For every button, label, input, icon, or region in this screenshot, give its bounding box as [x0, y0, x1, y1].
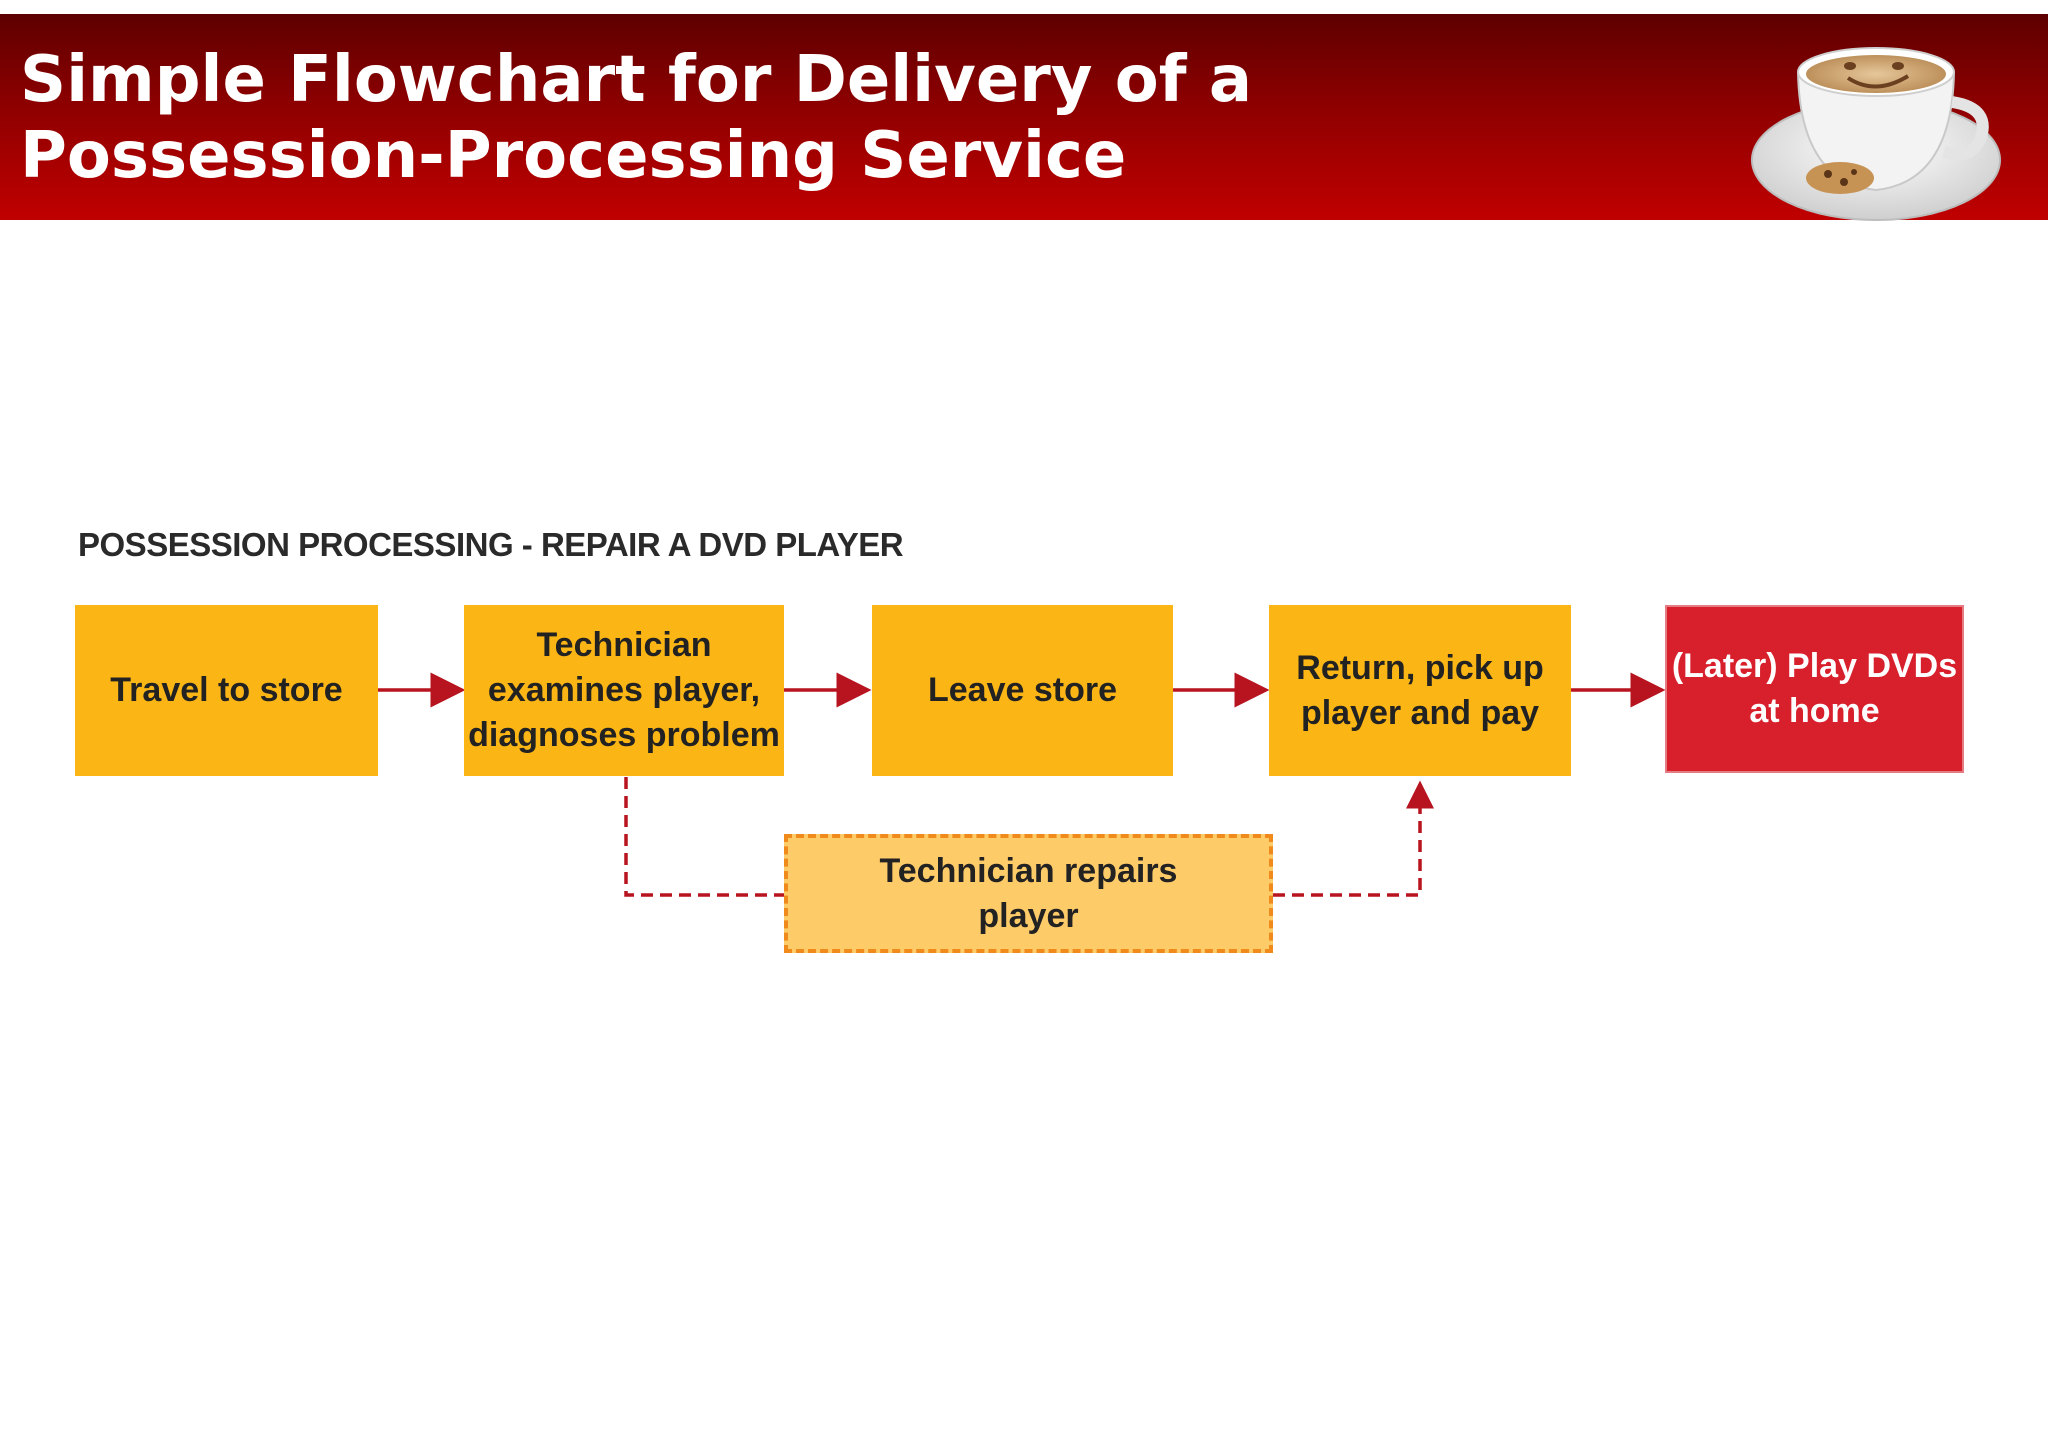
step-label-line: player and pay: [1300, 693, 1540, 732]
dashed-line-to-repair: [624, 777, 784, 897]
step-technician-examines: Technician examines player, diagnoses pr…: [464, 605, 784, 776]
step-label-line: at home: [1749, 692, 1880, 730]
step-travel-to-store: Travel to store: [75, 605, 378, 776]
step-label-line: (Later) Play DVDs: [1671, 647, 1958, 685]
step-label-line: Leave store: [928, 671, 1117, 709]
step-label-line: Travel to store: [110, 671, 343, 709]
step-return-pick-up: Return, pick up player and pay: [1269, 605, 1571, 776]
step-label-line: examines player,: [487, 671, 761, 709]
step-label-line: Technician: [536, 626, 712, 664]
backstage-path: [624, 777, 1434, 897]
title-line-2: Possession-Processing Service: [20, 119, 1127, 193]
step-label-line: diagnoses problem: [468, 716, 780, 754]
backstage-technician-repairs: Technician repairs player: [784, 834, 1273, 953]
dashed-arrow-from-repair: [1273, 780, 1434, 897]
diagram-section-label: POSSESSION PROCESSING - REPAIR A DVD PLA…: [78, 526, 904, 563]
coffee-cup-smiley-icon: [1751, 47, 2001, 221]
step-play-dvds-at-home: (Later) Play DVDs at home: [1665, 605, 1964, 773]
step-label-line: Technician repairs: [879, 851, 1178, 890]
title-bar: Simple Flowchart for Delivery of a Posse…: [0, 14, 2048, 221]
title-line-1: Simple Flowchart for Delivery of a: [20, 43, 1253, 117]
step-label-line: Return, pick up: [1296, 648, 1544, 687]
step-label-line: player: [978, 896, 1079, 935]
page-title: Simple Flowchart for Delivery of a Posse…: [20, 42, 1252, 194]
step-leave-store: Leave store: [872, 605, 1173, 776]
